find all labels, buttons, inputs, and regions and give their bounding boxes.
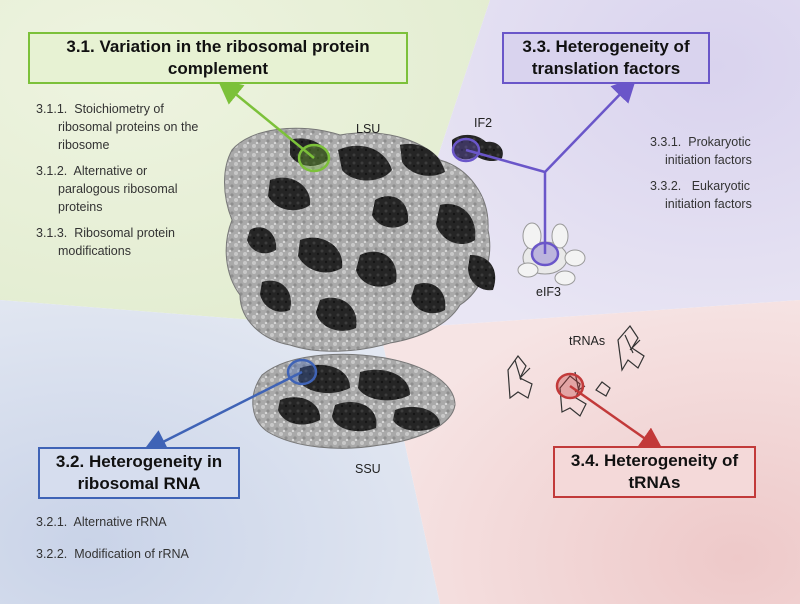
section-3-4-title-line2: tRNAs bbox=[628, 473, 681, 492]
item-text: Alternative or bbox=[73, 164, 148, 178]
section-3-3-title-line1: 3.3. Heterogeneity of bbox=[522, 37, 690, 56]
item-number: 3.3.1. bbox=[650, 135, 682, 149]
list-item: 3.3.2. Eukaryotic initiation factors bbox=[650, 177, 795, 213]
item-number: 3.2.2. bbox=[36, 547, 68, 561]
item-number: 3.2.1. bbox=[36, 515, 68, 529]
trnas-label: tRNAs bbox=[569, 334, 606, 348]
if2-label: IF2 bbox=[474, 116, 493, 130]
list-item: 3.1.2. Alternative or paralogous ribosom… bbox=[36, 162, 251, 216]
section-3-4-box: 3.4. Heterogeneity of tRNAs bbox=[553, 446, 756, 498]
item-text: initiation factors bbox=[665, 197, 752, 211]
item-text: ribosomal proteins on the bbox=[58, 120, 199, 134]
list-item: 3.1.1. Stoichiometry of ribosomal protei… bbox=[36, 100, 251, 154]
list-item: 3.1.3. Ribosomal protein modifications bbox=[36, 224, 251, 260]
item-text: Modification of rRNA bbox=[74, 547, 189, 561]
section-3-2-box: 3.2. Heterogeneity in ribosomal RNA bbox=[38, 447, 240, 499]
connector-purple bbox=[451, 77, 637, 267]
section-3-1-title-line1: 3.1. Variation in the ribosomal protein bbox=[66, 37, 370, 56]
lsu-structure bbox=[224, 127, 496, 352]
section-3-2-list: 3.2.1. Alternative rRNA 3.2.2. Modificat… bbox=[36, 513, 286, 571]
item-number: 3.1.3. bbox=[36, 226, 68, 240]
section-3-3-title-line2: translation factors bbox=[531, 59, 681, 78]
list-item: 3.3.1. Prokaryotic initiation factors bbox=[650, 133, 795, 169]
item-text: modifications bbox=[58, 244, 131, 258]
item-text: paralogous ribosomal bbox=[58, 182, 178, 196]
eif3-label: eIF3 bbox=[536, 285, 562, 299]
section-3-3-box: 3.3. Heterogeneity of translation factor… bbox=[502, 32, 710, 84]
section-3-1-list: 3.1.1. Stoichiometry of ribosomal protei… bbox=[36, 100, 251, 268]
list-item: 3.2.1. Alternative rRNA bbox=[36, 513, 286, 531]
item-number: 3.1.2. bbox=[36, 164, 68, 178]
item-text: Stoichiometry of bbox=[74, 102, 164, 116]
item-text: proteins bbox=[58, 200, 103, 214]
item-number: 3.1.1. bbox=[36, 102, 68, 116]
item-text: initiation factors bbox=[665, 153, 752, 167]
section-3-4-title-line1: 3.4. Heterogeneity of bbox=[570, 451, 739, 470]
section-3-2-title-line2: ribosomal RNA bbox=[77, 474, 201, 493]
connector-green bbox=[217, 79, 331, 173]
eif3-structure bbox=[517, 222, 586, 286]
ssu-structure bbox=[252, 353, 456, 449]
ssu-label: SSU bbox=[355, 462, 381, 476]
section-3-3-list: 3.3.1. Prokaryotic initiation factors 3.… bbox=[650, 133, 795, 221]
connector-red bbox=[555, 372, 665, 453]
item-text: ribosome bbox=[58, 138, 110, 152]
item-text: Eukaryotic bbox=[691, 179, 751, 193]
section-3-1-box: 3.1. Variation in the ribosomal protein … bbox=[28, 32, 408, 84]
item-text: Alternative rRNA bbox=[73, 515, 167, 529]
list-item: 3.2.2. Modification of rRNA bbox=[36, 545, 286, 563]
section-3-2-title-line1: 3.2. Heterogeneity in bbox=[55, 452, 223, 471]
if2-structure bbox=[452, 134, 503, 162]
connector-blue bbox=[141, 358, 318, 453]
item-number: 3.3.2. bbox=[650, 179, 682, 193]
lsu-label: LSU bbox=[356, 122, 381, 136]
item-text: Prokaryotic bbox=[688, 135, 751, 149]
section-3-1-title-line2: complement bbox=[167, 59, 269, 78]
item-text: Ribosomal protein bbox=[74, 226, 175, 240]
